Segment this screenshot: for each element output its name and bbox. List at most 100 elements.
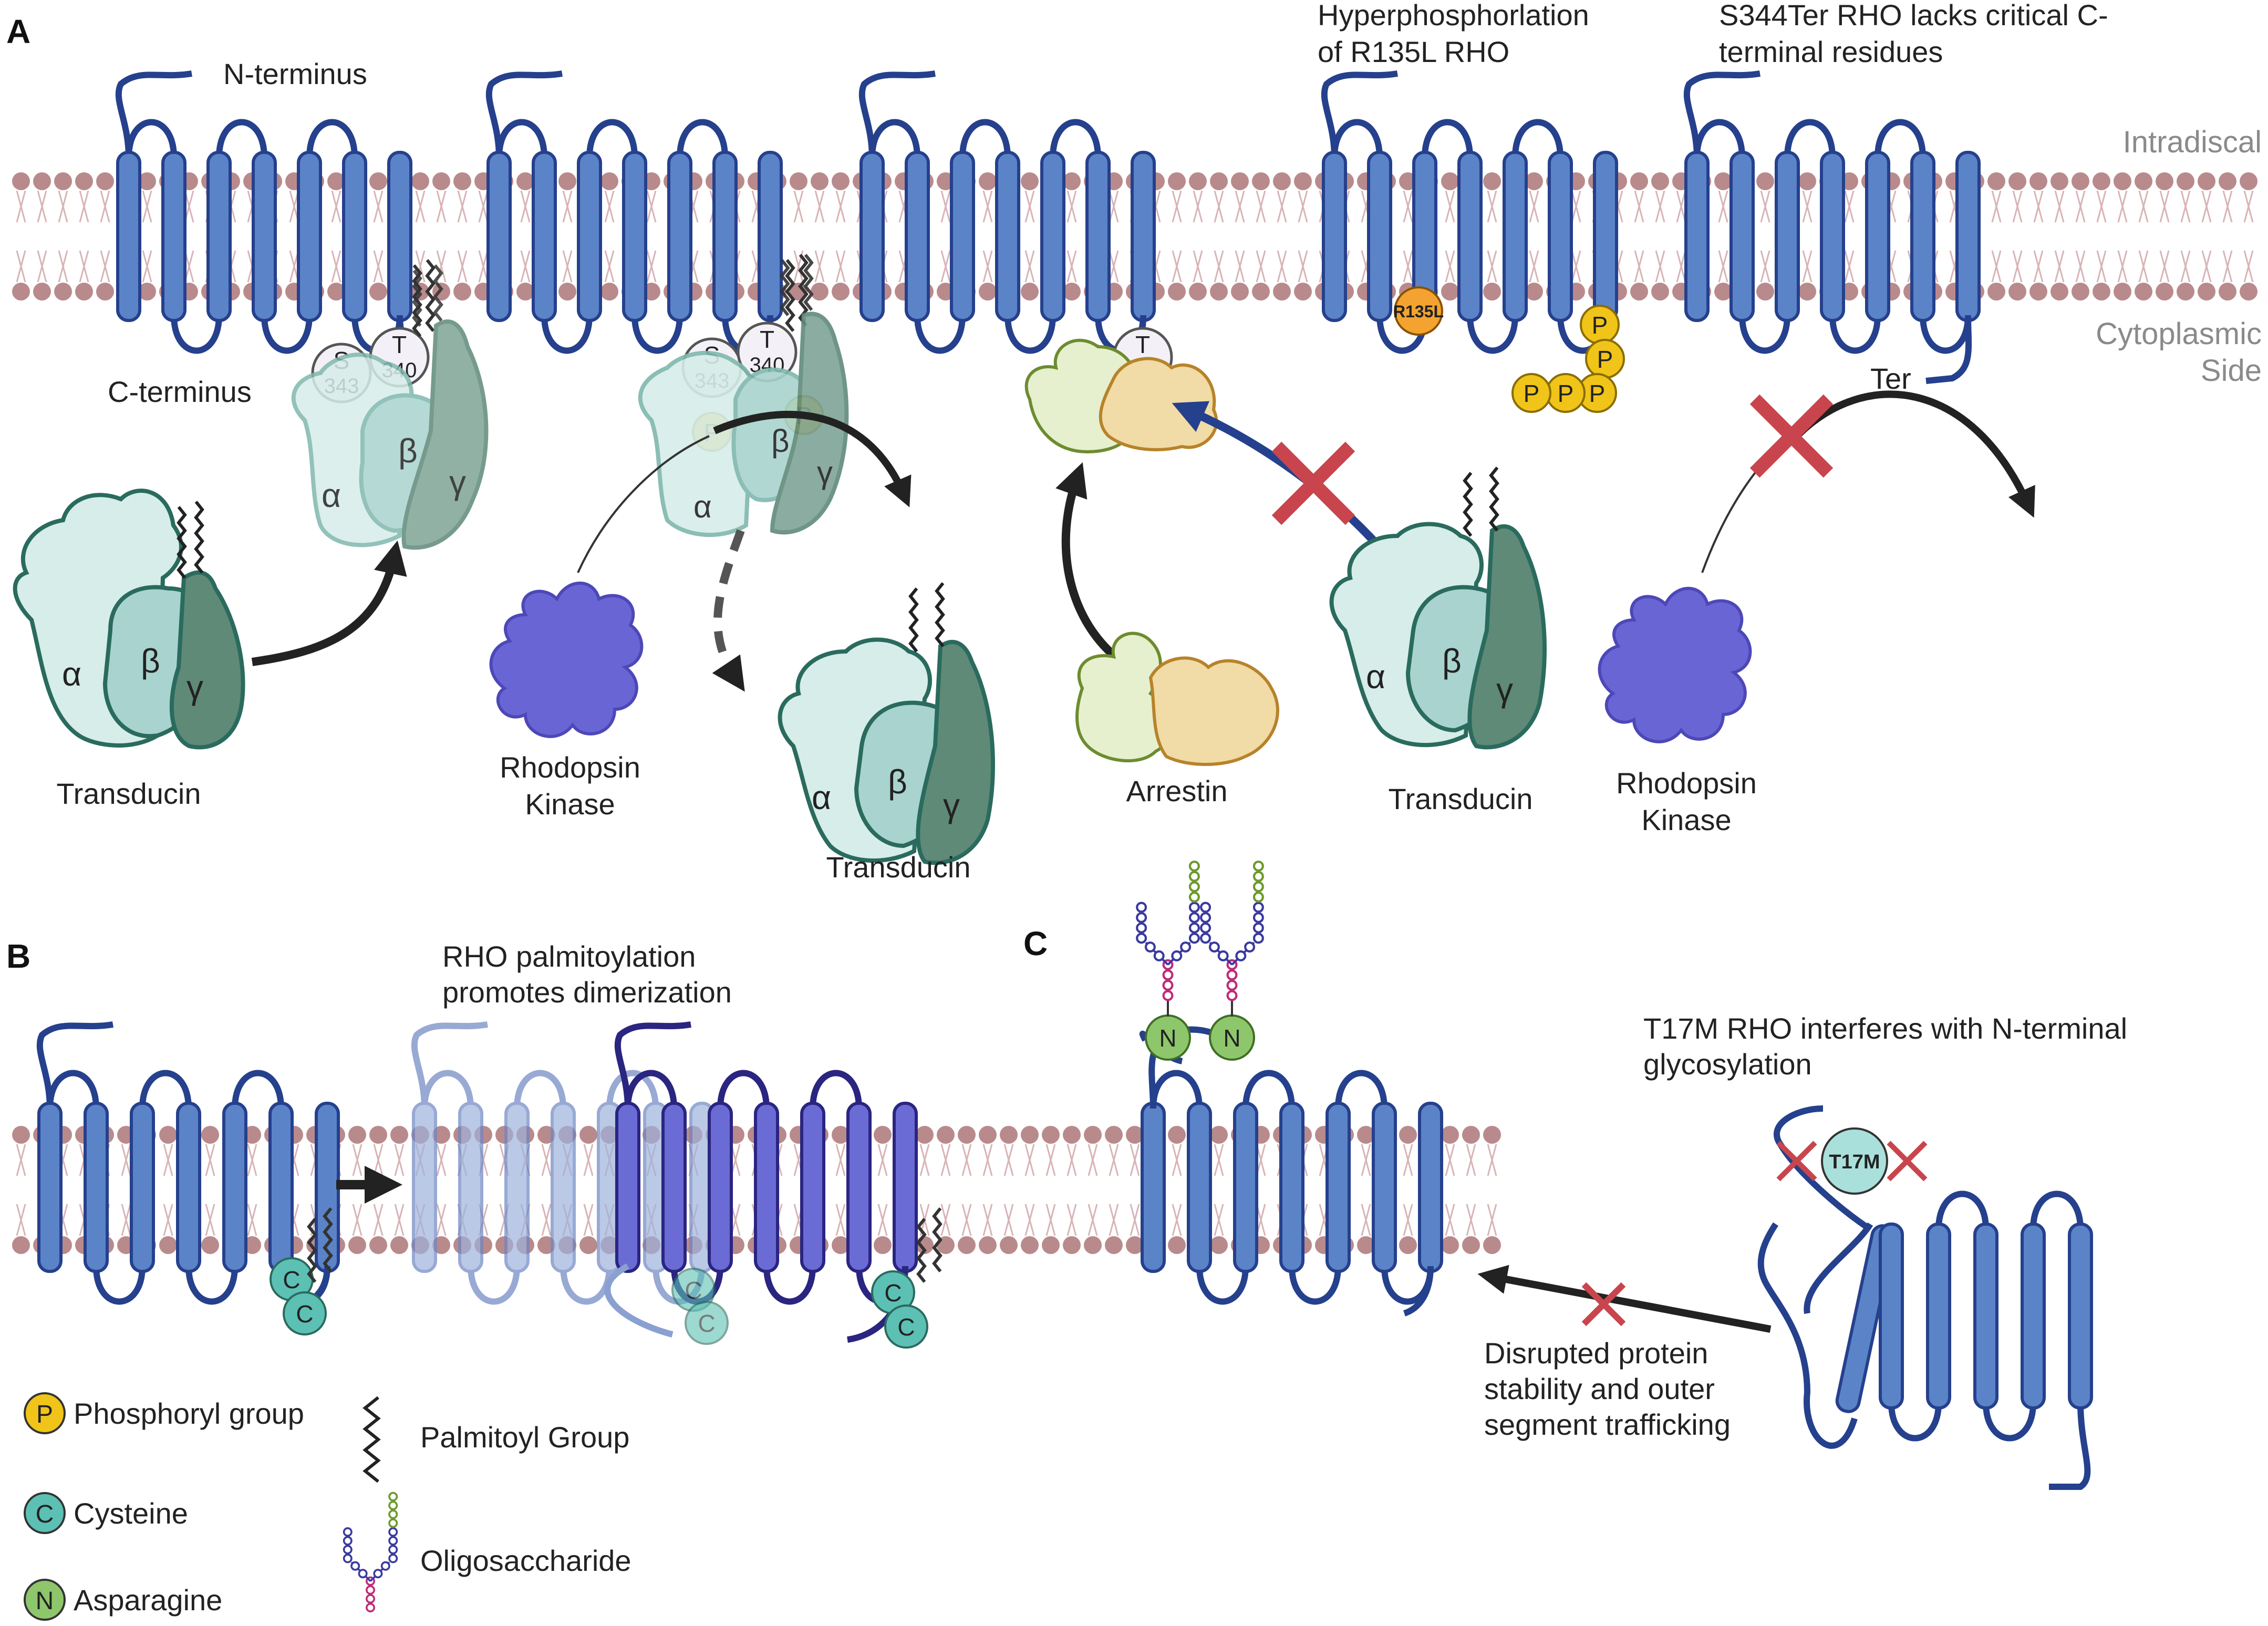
transmembrane-helix (905, 151, 930, 322)
lipid-tail (1298, 250, 1308, 283)
lipid-head (2050, 172, 2068, 190)
phosphoryl-group: P (1580, 305, 1620, 345)
lipid-head (1210, 1126, 1228, 1144)
palmitoyl-chain (412, 270, 422, 327)
gamma-label: γ (449, 463, 466, 501)
sugar-unit (343, 1553, 353, 1563)
lipid-tail (79, 250, 89, 283)
lipid-tail (1088, 1144, 1098, 1176)
lipid-tail (394, 1144, 405, 1176)
lipid-tail (982, 1144, 993, 1176)
transducin-label: Transducin (57, 777, 201, 810)
lipid-tail (1066, 1144, 1077, 1176)
transmembrane-helix (1040, 151, 1065, 322)
palmitoyl-chain (177, 506, 187, 579)
sugar-unit (350, 1561, 360, 1571)
transmembrane-helix (268, 1102, 294, 1273)
lipid-head (1525, 172, 1543, 190)
lipid-head (1168, 283, 1186, 301)
sugar-unit (1171, 950, 1183, 961)
lipid-tail (1214, 190, 1224, 223)
lipid-tail (373, 1144, 384, 1176)
lipid-head (1483, 1126, 1501, 1144)
lipid-tail (79, 190, 89, 223)
transmembrane-helix (486, 151, 512, 322)
lipid-tail (2096, 190, 2107, 223)
lipid-head (138, 283, 156, 301)
transmembrane-helix (458, 1102, 483, 1273)
cysteine-letter: C (685, 1277, 702, 1304)
lipid-tail (1844, 250, 1855, 283)
palmitoyl-chain (932, 1207, 943, 1272)
transmembrane-helix (1973, 1223, 1998, 1410)
sugar-unit (388, 1509, 398, 1519)
beta-label: β (141, 642, 160, 680)
lipid-head (2072, 283, 2089, 301)
lipid-tail (205, 1144, 215, 1176)
helix-loop (1694, 119, 1971, 354)
lipid-head (1021, 283, 1039, 301)
transmembrane-helix (1910, 151, 1935, 322)
lipid-head (958, 1236, 976, 1254)
lipid-head (1798, 283, 1816, 301)
lipid-head (516, 283, 534, 301)
transmembrane-helix (206, 151, 232, 322)
lipid-tail (1529, 190, 1539, 223)
lipid-head (1714, 283, 1732, 301)
transmembrane-helix (1233, 1102, 1258, 1273)
lipid-tail (1193, 250, 1203, 283)
arrestin-label: Arrestin (1126, 774, 1228, 807)
legend-oligosaccharide-label: Oligosaccharide (420, 1544, 631, 1577)
lipid-tail (1172, 1204, 1182, 1236)
rhodopsin-monomer (36, 1021, 340, 1305)
lipid-tail (1445, 1144, 1455, 1176)
lipid-tail (646, 190, 657, 223)
transmembrane-helix (532, 151, 557, 322)
sugar-unit (1200, 902, 1211, 913)
s344ter-title: S344Ter RHO lacks critical C- (1719, 0, 2108, 32)
transmembrane-helix (1820, 151, 1845, 322)
panel-a-label: A (6, 13, 30, 50)
arrestin-binding-arrow (1055, 462, 1132, 671)
lipid-head (1189, 172, 1207, 190)
blocked-cross-2 (1749, 394, 1834, 478)
transmembrane-helix (1593, 151, 1618, 322)
trafficking-arrow (1477, 1265, 1772, 1333)
lipid-tail (1634, 250, 1644, 283)
cysteine: C (283, 1291, 327, 1335)
beta-label: β (771, 423, 790, 459)
lipid-head (832, 1126, 850, 1144)
lipid-head (1441, 172, 1459, 190)
arrestin-c-domain (1148, 656, 1279, 766)
legend-palmitoyl-label: Palmitoyl Group (420, 1421, 629, 1454)
lipid-head (1483, 172, 1501, 190)
lipid-head (243, 1126, 261, 1144)
lipid-head (1273, 172, 1291, 190)
cysteine-circle (283, 1291, 327, 1335)
lipid-tail (604, 190, 615, 223)
n-terminus-tail (485, 70, 563, 158)
sugar-unit (1180, 941, 1192, 953)
lipid-head (2135, 283, 2152, 301)
lipid-tail (940, 1204, 951, 1236)
transmembrane-helix (1879, 1223, 1904, 1410)
sugar-unit (380, 1561, 390, 1571)
lipid-head (579, 1126, 597, 1144)
sugar-unit (343, 1536, 353, 1546)
lipid-head (1168, 1236, 1186, 1254)
helix-loop (1150, 1070, 1434, 1305)
sugar-unit (1162, 979, 1174, 991)
sugar-unit (1188, 861, 1200, 872)
sugar-unit (365, 1585, 375, 1595)
transmembrane-helix (1457, 151, 1483, 322)
sugar-unit (388, 1527, 398, 1537)
transmembrane-helix (712, 151, 738, 322)
palmitoyl-chain (412, 264, 422, 337)
transmembrane-helix (708, 1102, 733, 1273)
lipid-tail (562, 190, 573, 223)
transmembrane-helix (551, 1102, 576, 1273)
lipid-head (1483, 283, 1501, 301)
rhodopsin-kinase-2: Rhodopsin Kinase (1598, 587, 1757, 836)
beta-label: β (1442, 642, 1462, 680)
